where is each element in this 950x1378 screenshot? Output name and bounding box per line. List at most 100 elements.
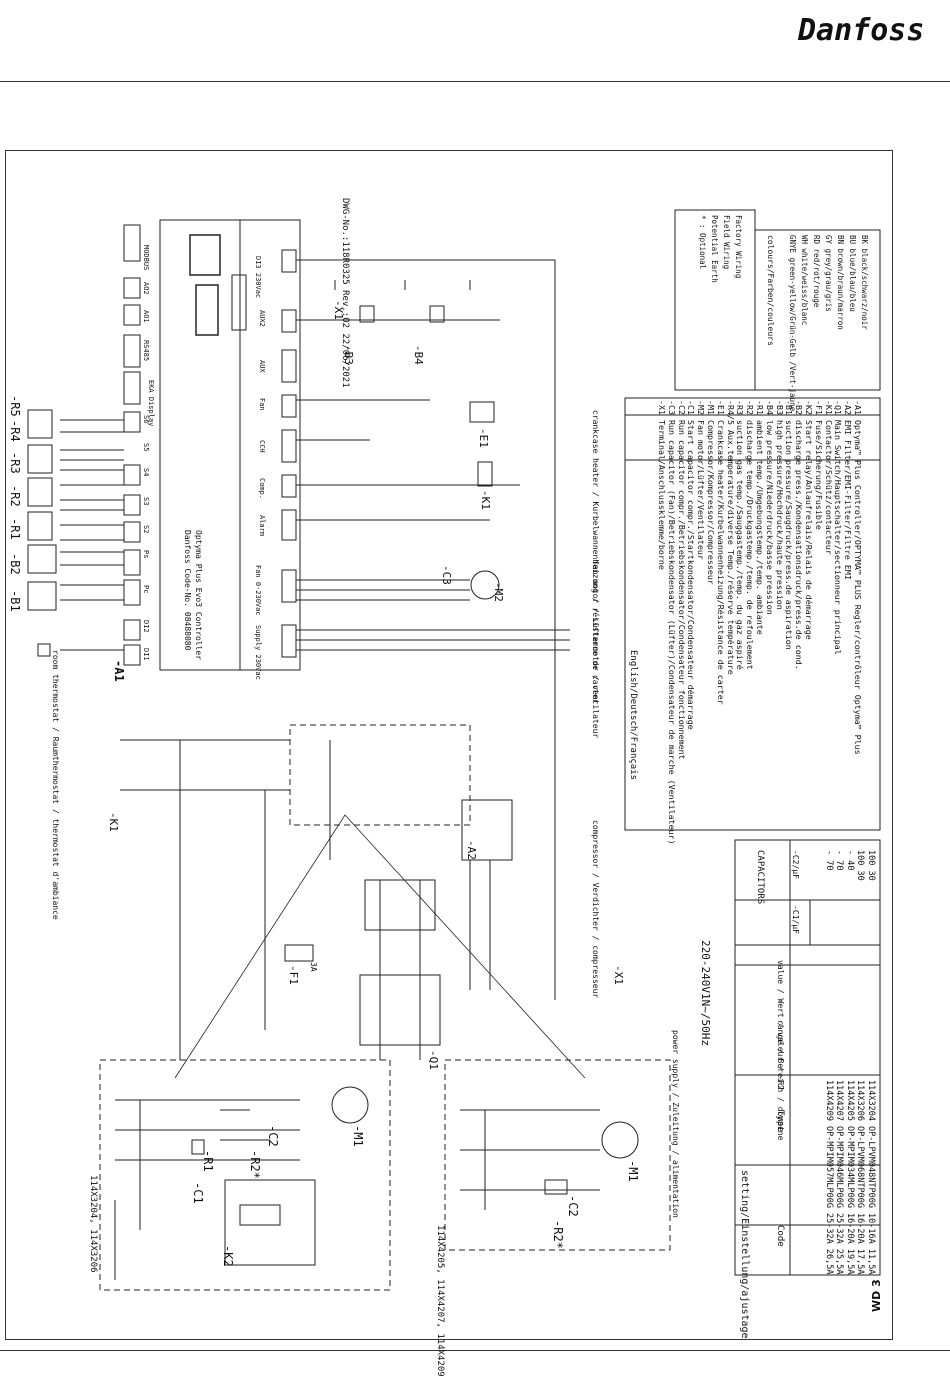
q1-tag: -Q1 [427, 1050, 440, 1070]
capacitors-table-lines [735, 840, 880, 945]
output-wires [296, 259, 570, 1000]
capacitor-row: - 70 [824, 850, 834, 871]
rs485-label: RS485 [142, 340, 150, 362]
legend-row: -Q1 Main Switch/Hauptschalter/sectionneu… [833, 400, 844, 655]
r3-tag: -R3 [8, 452, 22, 474]
comp-label: Comp. [258, 478, 266, 500]
cch-label: CCH [258, 440, 266, 453]
r5-tag: -R5 [8, 395, 22, 417]
r4-tag: -R4 [8, 420, 22, 442]
colour-row: WH white/weiss/blanc [800, 235, 809, 326]
r1-tag-b: -R1 [201, 1150, 215, 1172]
aux-label: AUX [258, 360, 266, 373]
colour-row: GY grey/grau/gris [824, 235, 833, 312]
variant-a-internals [114, 1086, 369, 1280]
capacitor-row: - 40 [845, 850, 855, 871]
potential-earth-label: Potential Earth [710, 215, 719, 283]
b4-tag: -B4 [412, 345, 425, 365]
capacitors-table-box [734, 839, 881, 946]
settings-row: 114X4207 OP-MPIM046MLP00G 25-32A 25,5A [834, 1080, 845, 1275]
legend-row: -R4/5 Aux.temperature/diverse Temp./rése… [725, 400, 736, 675]
compressor-label: compressor / Verdichter / compresseur [591, 820, 600, 999]
eka-label: EKA Display [147, 380, 155, 427]
colours-box [754, 229, 881, 391]
settings-header-code: Code [775, 1225, 785, 1247]
controller-box [159, 219, 301, 671]
colour-row: BU blue/blau/bleu [848, 235, 857, 312]
capacitor-row: 100 30 [866, 850, 876, 881]
s5-label: S5 [142, 443, 150, 452]
supply-label: Supply 230Vac [254, 625, 262, 680]
legend-row: -A2 EMI Filter/EMI-Filter/Filtre EMI [843, 400, 854, 580]
m2-tag: -M2 [492, 582, 505, 602]
k1-tag-b: -K1 [107, 812, 120, 832]
colour-row: BK black/schwarz/noir [860, 235, 869, 330]
c3-tag: -C3 [440, 565, 453, 585]
danfoss-logo: Danfoss [792, 6, 942, 50]
variant-b-label: 114X4205, 114X4207, 114X4209 [435, 1225, 445, 1377]
legend-row: -A1 Optyma™ Plus Controller/OPTYMA™ PLUS… [853, 400, 863, 755]
legend-row: -R3 suction gas temp./Sauggastemp./temp.… [735, 400, 746, 670]
variant-b-internals [460, 1109, 639, 1210]
c1-tag: -C1 [191, 1182, 205, 1204]
capacitor-row: 100 30 [855, 850, 866, 881]
legend-list: -A1 Optyma™ Plus Controller/OPTYMA™ PLUS… [656, 400, 863, 845]
settings-rows: 114X3204 OP-LPVM048NTP00G 10-16A 11,5A 11… [824, 1080, 876, 1275]
m1-tag-b: -M1 [626, 1160, 640, 1182]
factory-wiring-label: Factory Wiring [734, 215, 743, 279]
wiring-key: Factory Wiring Field Wiring Potential Ea… [696, 215, 744, 283]
capacitors-header-c2: -C2/µF [791, 850, 800, 879]
display-digits [189, 234, 247, 336]
legend-title: English/Deutsch/Français [628, 650, 638, 781]
capacitor-row: - 70 [834, 850, 845, 871]
x1-tag-a: -X1 [332, 300, 345, 320]
modbus-label: MODBUS [142, 245, 150, 271]
colour-row: GNYE green-yellow/Grün-Gelb /Vert-jaune [788, 235, 797, 412]
pc-label: Pc [142, 585, 150, 594]
legend-box [624, 397, 881, 831]
legend-row: -B4 low pressure/Niederdruck/basse press… [764, 400, 775, 615]
terminal-strip-right [281, 249, 297, 658]
controller-code: Danfoss Code-No. 08488080 [183, 530, 192, 651]
ao1-label: AO1 [142, 310, 150, 323]
power-supply-label: power supply / Zuleitung / alimentation [671, 1030, 680, 1218]
c2-tag-b: -C2 [566, 1195, 580, 1217]
di1-label: DI1 [142, 648, 150, 661]
colours-title: colours/Farben/couleurs [766, 235, 775, 346]
variant-a-box [99, 1059, 391, 1291]
optional-label: * : Optional [698, 215, 707, 270]
settings-header-value: value / Wert / valeur / -F2 [776, 960, 785, 1091]
k1-tag-a: -K1 [479, 490, 492, 510]
x1-tag-b: -X1 [612, 965, 625, 985]
legend-row: -C2 Run capacitor compr./Betriebskondens… [676, 400, 687, 760]
f1-tag: -F1 [287, 965, 300, 985]
logo-lettering: Danfoss [797, 13, 924, 48]
settings-row: 114X3204 OP-LPVM048NTP00G 10-16A 11,5A [866, 1080, 876, 1275]
s4-label: S4 [142, 468, 150, 477]
a2-tag: -A2 [465, 840, 478, 860]
b1-tag: -B1 [8, 590, 22, 612]
m1-tag-a: -M1 [351, 1125, 365, 1147]
di2-label: DI2 [142, 620, 150, 633]
terminal-strip-left [123, 224, 141, 666]
r1-tag: -R1 [8, 518, 22, 540]
legend-row: -B3 high pressure/Hochdruck/haute pressi… [774, 400, 785, 610]
ao2-label: AO2 [142, 282, 150, 295]
s2-label: S2 [142, 525, 150, 534]
power-section [120, 724, 586, 1079]
legend-row: -K2 Start relay/Anlaufrelais/Relais de d… [804, 400, 815, 640]
legend-row: -M1 Compressor/Kompressor/Compresseur [706, 400, 717, 585]
alarm-label: Alarm [258, 515, 266, 537]
voltage-label: 220-240V1N~/50Hz [699, 940, 712, 1046]
fuse-rating: 3A [309, 962, 318, 972]
r2-tag: -R2 [8, 485, 22, 507]
b3-tag: -B3 [342, 345, 355, 365]
c2-tag-a: -C2 [266, 1125, 280, 1147]
capacitors-header-c1: -C1/µF [791, 905, 800, 934]
controller-terminals [159, 219, 241, 671]
di3-label: DI3 230Vac [254, 256, 262, 299]
fan-label: Fan 0-230Vac [254, 565, 262, 616]
field-wiring-label: Field Wiring [722, 215, 731, 270]
legend-row: -C1 Start capacitor compr./Startkondensa… [686, 400, 697, 730]
